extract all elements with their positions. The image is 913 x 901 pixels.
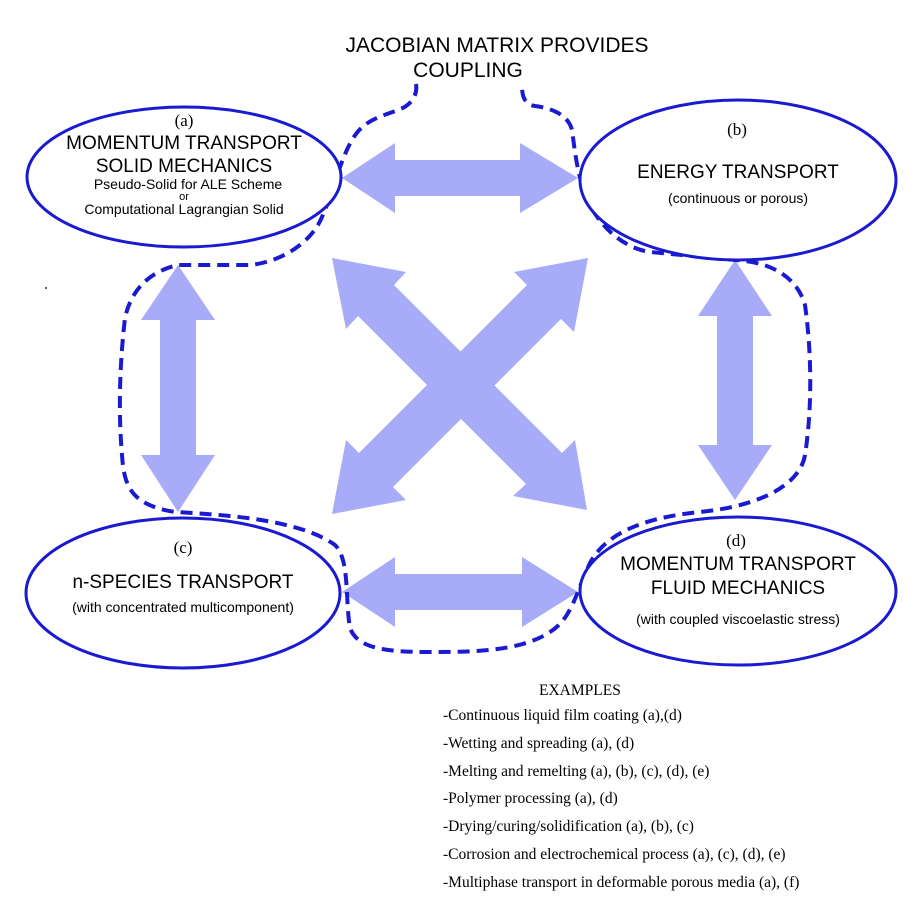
node-d-ellipse	[578, 515, 898, 667]
arrow-a-b	[342, 143, 578, 213]
coupling-boundary-dashed	[117, 83, 813, 655]
node-d-title-1: MOMENTUM TRANSPORT	[620, 554, 856, 575]
node-b-tag: (b)	[727, 120, 747, 139]
node-a-tag: (a)	[175, 111, 194, 130]
example-item: -Drying/curing/solidification (a), (b), …	[443, 818, 694, 836]
node-b-sub-1: (continuous or porous)	[668, 190, 808, 206]
example-item: -Continuous liquid film coating (a),(d)	[443, 707, 682, 724]
example-item: -Multiphase transport in deformable poro…	[443, 873, 800, 891]
example-item: -Polymer processing (a), (d)	[443, 790, 618, 808]
example-item: -Melting and remelting (a), (b), (c), (d…	[443, 762, 710, 780]
node-d-title-2: FLUID MECHANICS	[651, 578, 825, 599]
node-c-sub-1: (with concentrated multicomponent)	[72, 599, 294, 615]
node-b-ellipse	[578, 98, 898, 262]
node-b-title-1: ENERGY TRANSPORT	[637, 162, 839, 183]
node-a-sub-2: or	[179, 191, 189, 203]
arrow-diagonal-2	[332, 258, 588, 514]
examples-list: EXAMPLES -Continuous liquid film coating…	[443, 680, 903, 897]
node-c-title-1: n-SPECIES TRANSPORT	[72, 572, 293, 593]
node-a-sub-3: Computational Lagrangian Solid	[84, 201, 283, 217]
example-item: -Corrosion and electrochemical process (…	[443, 845, 786, 863]
node-c-ellipse	[24, 516, 342, 670]
node-a-ellipse	[25, 105, 343, 249]
node-d-tag: (d)	[726, 531, 746, 550]
node-d-sub-1: (with coupled viscoelastic stress)	[636, 611, 840, 627]
examples-heading: EXAMPLES	[539, 682, 621, 699]
node-a-title-1: MOMENTUM TRANSPORT	[66, 133, 302, 154]
arrow-b-d	[698, 260, 772, 500]
node-a-title-2: SOLID MECHANICS	[96, 156, 272, 177]
node-c-tag: (c)	[174, 538, 193, 557]
title-line-2: COUPLING	[413, 59, 523, 82]
stray-dot	[45, 287, 47, 289]
arrow-a-c	[141, 265, 215, 512]
example-item: -Wetting and spreading (a), (d)	[443, 734, 635, 752]
node-a-sub-1: Pseudo-Solid for ALE Scheme	[94, 176, 283, 192]
arrow-c-d	[342, 557, 578, 627]
title-line-1: JACOBIAN MATRIX PROVIDES	[346, 34, 649, 57]
